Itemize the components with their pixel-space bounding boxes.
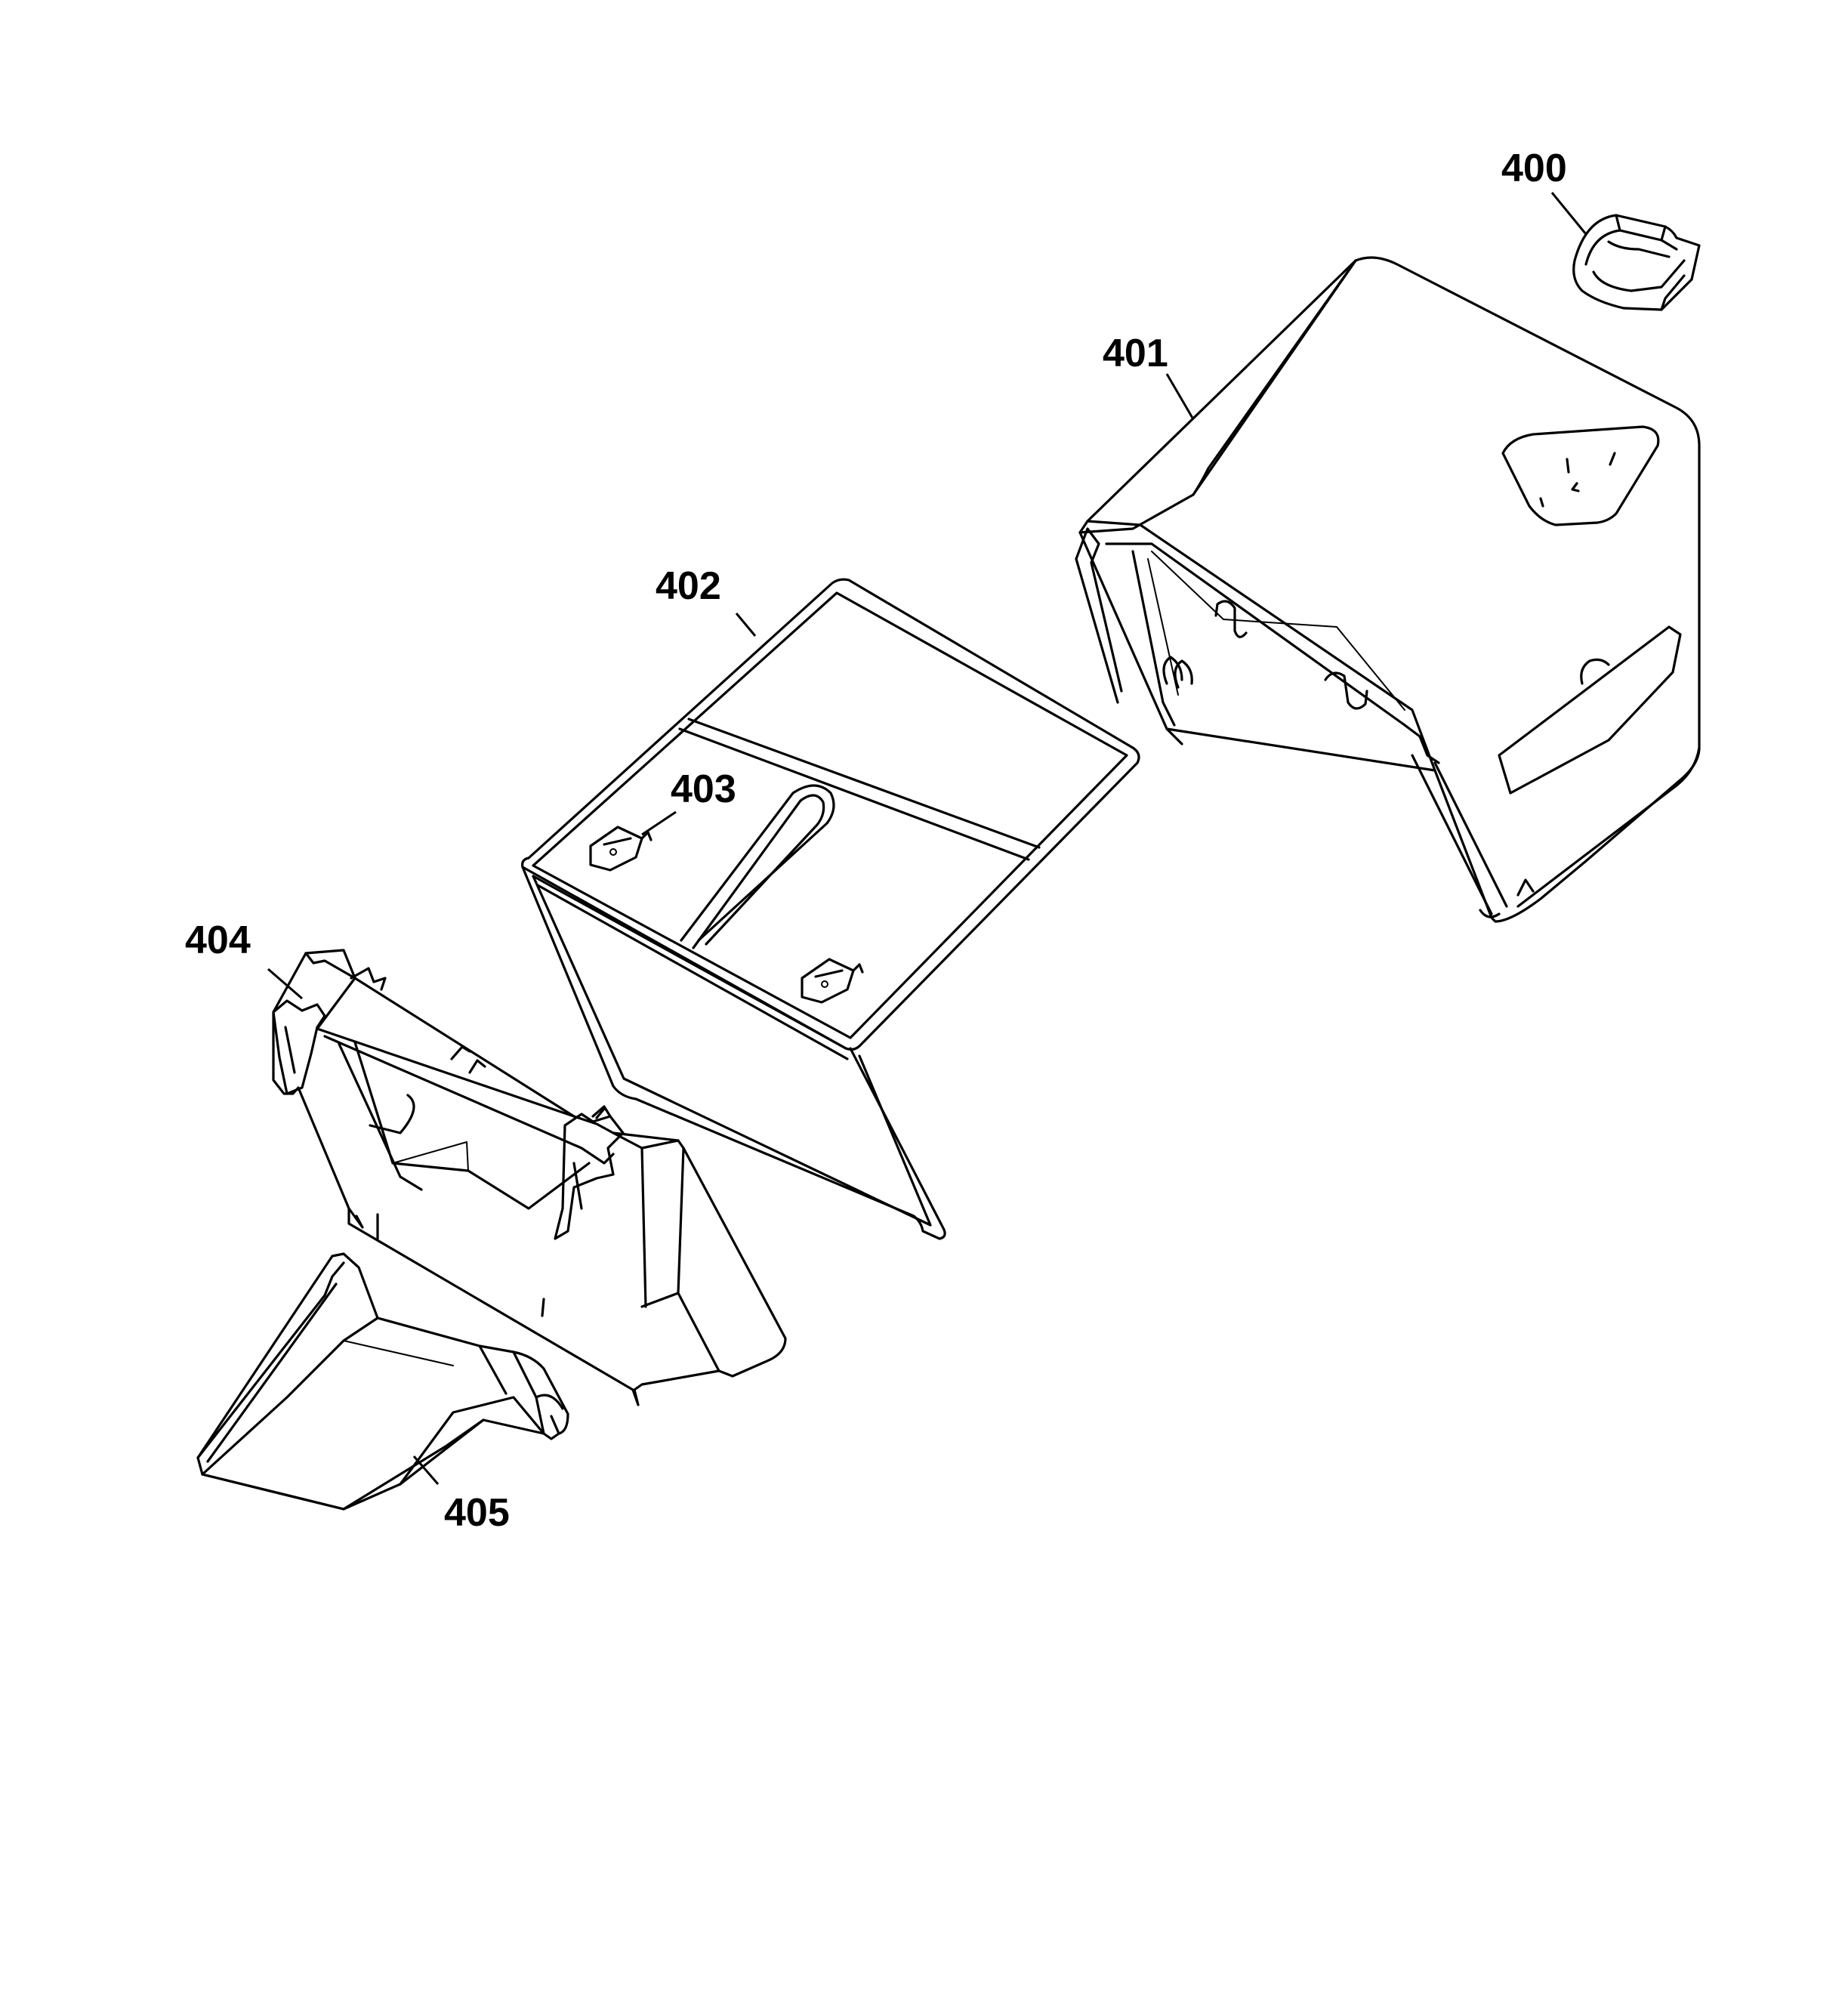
part-403-frame-clip [589, 826, 653, 872]
leader-400 [1550, 192, 1587, 235]
part-labels: 400 401 402 403 404 405 [185, 147, 1567, 1535]
part-404-grass-bag-bottom [272, 949, 787, 1406]
label-401: 401 [1103, 332, 1168, 375]
leader-402 [735, 613, 757, 637]
label-405: 405 [444, 1491, 510, 1535]
label-402: 402 [656, 564, 721, 608]
part-403-frame-clip-2 [801, 958, 864, 1004]
leader-lines [267, 192, 1587, 1485]
part-401-grass-bag-cover [1075, 256, 1701, 923]
part-405-chute-flap [196, 1252, 569, 1511]
label-403: 403 [671, 767, 736, 811]
leader-403 [641, 810, 677, 836]
part-400-handle-cap [1572, 214, 1701, 311]
label-400: 400 [1501, 147, 1567, 190]
leader-401 [1165, 373, 1195, 420]
leader-404 [267, 968, 303, 1000]
part-402-grass-bag-frame [521, 578, 1140, 1240]
label-404: 404 [185, 918, 251, 962]
leader-405 [412, 1455, 440, 1485]
